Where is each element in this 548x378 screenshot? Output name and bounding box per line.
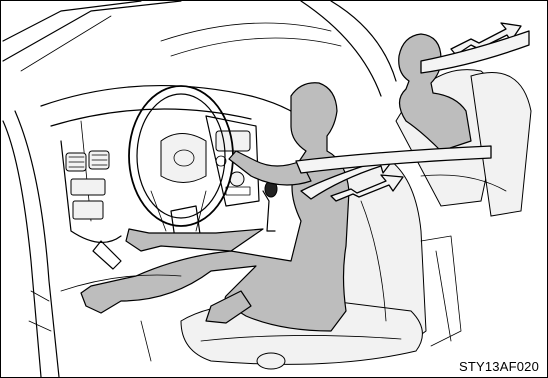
driver-figure [81, 83, 349, 331]
windshield-frame [3, 1, 396, 96]
door-edge [3, 111, 59, 377]
figure-code: STY13AF020 [459, 359, 539, 374]
